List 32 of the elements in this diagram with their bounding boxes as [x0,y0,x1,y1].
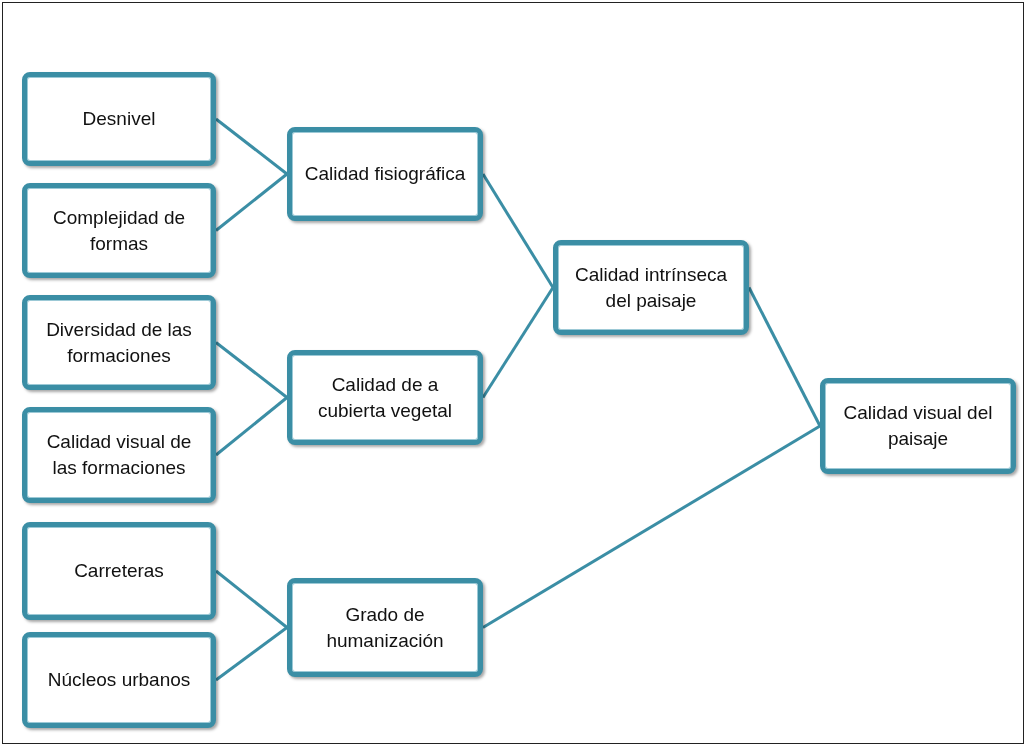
box-label: Complejidad de formas [52,205,186,256]
box-label: Núcleos urbanos [47,668,191,692]
concept-box [22,183,216,278]
connector-line [215,341,288,399]
box-label: Calidad intrínseca del paisaje [573,262,729,313]
connector-line [215,569,288,629]
concept-box [287,350,483,445]
box-label: Carreteras [74,559,164,583]
concept-box [22,522,216,620]
connector-line [481,173,555,289]
concept-box [553,240,749,335]
concept-box [22,632,216,728]
concept-box [22,72,216,166]
concept-box [820,378,1016,474]
box-label: Diversidad de las formaciones [45,317,193,368]
box-label: Calidad de a cubierta vegetal [316,372,454,423]
concept-box [22,407,216,503]
box-label: Calidad visual de las formaciones [45,430,193,480]
connector-line [215,396,288,457]
concept-box [287,127,483,221]
connector-line [215,172,288,232]
connector-line [215,626,288,682]
connector-line [481,286,555,399]
box-label: Grado de humanización [325,602,445,653]
box-label: Calidad visual del paisaje [842,401,994,451]
connector-line [215,117,288,176]
concept-box [22,295,216,390]
box-label: Calidad fisiográfica [304,162,466,186]
connector-line [747,286,822,427]
concept-box [287,578,483,677]
connector-line [482,424,821,629]
box-label: Desnivel [82,107,156,131]
